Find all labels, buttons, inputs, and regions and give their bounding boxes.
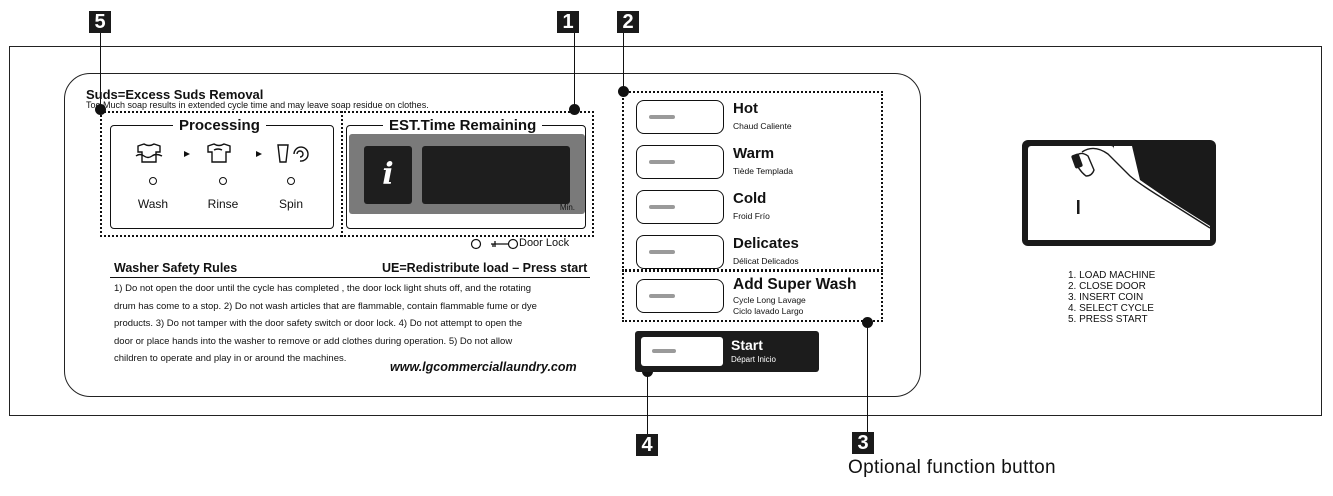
- start-panel: Start Départ Inicio: [635, 331, 819, 372]
- instruction-item: 1. LOAD MACHINE: [1068, 270, 1156, 281]
- time-display-screen: [422, 146, 570, 204]
- hot-button[interactable]: [636, 100, 724, 134]
- callout-badge-2: 2: [617, 11, 639, 33]
- wash-icon: [135, 143, 163, 163]
- spin-icon: [277, 144, 309, 163]
- processing-icons: [135, 143, 309, 163]
- super-wash-label: Add Super Wash: [733, 276, 857, 293]
- callout-badge-1: 1: [557, 11, 579, 33]
- wash-indicator-light: [149, 177, 157, 185]
- super-wash-sublabel-2: Ciclo lavado Largo: [733, 306, 804, 316]
- coin-slot-icon: [1077, 200, 1080, 214]
- delicates-button-light: [649, 250, 675, 254]
- suds-title: Suds=Excess Suds Removal: [86, 87, 264, 102]
- callout-dot-1: [569, 104, 580, 115]
- delicates-sublabel: Délicat Delicados: [733, 256, 799, 266]
- cold-label: Cold: [733, 190, 767, 207]
- add-super-wash-button[interactable]: [636, 279, 724, 313]
- cold-button[interactable]: [636, 190, 724, 224]
- warm-button[interactable]: [636, 145, 724, 179]
- processing-label: Processing: [173, 117, 266, 134]
- callout-dot-5: [95, 104, 106, 115]
- cold-button-light: [649, 205, 675, 209]
- door-lock-icon: [470, 238, 519, 250]
- step-label-rinse: Rinse: [207, 197, 239, 211]
- super-wash-sublabel-1: Cycle Long Lavage: [733, 295, 806, 305]
- operating-instructions: 1. LOAD MACHINE 2. CLOSE DOOR 3. INSERT …: [1068, 270, 1155, 325]
- instruction-item: 4. SELECT CYCLE: [1068, 303, 1154, 314]
- ue-error-note: UE=Redistribute load – Press start: [382, 261, 588, 275]
- control-panel-outline: [9, 46, 1322, 416]
- delicates-button[interactable]: [636, 235, 724, 269]
- callout-line-3: [867, 326, 868, 432]
- rinse-icon: [207, 143, 231, 163]
- instruction-item: 3. INSERT COIN: [1068, 292, 1144, 303]
- safety-rules-divider: [110, 277, 590, 278]
- warm-button-light: [649, 160, 675, 164]
- safety-rule-line: 1) Do not open the door until the cycle …: [114, 283, 532, 294]
- instruction-item: 2. CLOSE DOOR: [1068, 281, 1146, 292]
- instruction-item: 5. PRESS START: [1068, 314, 1148, 325]
- super-wash-button-light: [649, 294, 675, 298]
- step-label-spin: Spin: [278, 197, 304, 211]
- time-display: i Min.: [349, 134, 585, 214]
- spin-indicator-light: [287, 177, 295, 185]
- indicator-region-divider: [341, 111, 343, 237]
- indicator-region: [100, 111, 594, 237]
- super-wash-region: [622, 270, 883, 322]
- website-url: www.lgcommerciallaundry.com: [390, 360, 577, 374]
- rinse-indicator-light: [219, 177, 227, 185]
- cold-sublabel: Froid Frío: [733, 211, 770, 221]
- door-lock-label: Door Lock: [519, 237, 570, 249]
- optional-function-caption: Optional function button: [848, 457, 1056, 478]
- time-unit-label: Min.: [559, 203, 575, 212]
- step-label-wash: Wash: [137, 197, 169, 211]
- safety-rules-text: 1) Do not open the door until the cycle …: [114, 280, 602, 368]
- hot-sublabel: Chaud Caliente: [733, 121, 792, 131]
- callout-dot-3: [862, 317, 873, 328]
- safety-rule-line: door or place hands into the washer to r…: [114, 335, 513, 347]
- safety-rule-line: children to operate and play in or aroun…: [114, 353, 347, 364]
- arrow-right-icon: [184, 151, 190, 157]
- callout-line-1: [574, 33, 575, 107]
- control-panel-face: [64, 73, 921, 397]
- delicates-label: Delicates: [733, 235, 799, 252]
- callout-badge-5: 5: [89, 11, 111, 33]
- info-icon: i: [364, 146, 412, 204]
- start-button[interactable]: [641, 337, 723, 366]
- callout-line-2: [623, 33, 624, 88]
- callout-badge-3: 3: [852, 432, 874, 454]
- time-remaining-label: EST.Time Remaining: [383, 117, 543, 134]
- warm-label: Warm: [733, 145, 775, 162]
- callout-badge-4: 4: [636, 434, 658, 456]
- callout-line-5: [100, 33, 101, 107]
- safety-rules-title: Washer Safety Rules: [114, 261, 238, 275]
- hot-label: Hot: [733, 100, 758, 117]
- suds-note: Too Much soap results in extended cycle …: [86, 100, 429, 110]
- insert-coin-illustration: [1022, 140, 1216, 246]
- start-label: Start: [731, 337, 763, 353]
- coin-icon: [1071, 153, 1083, 169]
- safety-rule-line: drum has come to a stop. 2) Do not wash …: [114, 300, 537, 312]
- arrow-right-icon: [256, 151, 262, 157]
- callout-line-4: [647, 374, 648, 434]
- safety-rule-line: products. 3) Do not tamper with the door…: [114, 318, 523, 329]
- start-sublabel: Départ Inicio: [731, 355, 776, 364]
- warm-sublabel: Tiède Templada: [733, 166, 794, 176]
- hot-button-light: [649, 115, 675, 119]
- start-button-light: [652, 349, 676, 353]
